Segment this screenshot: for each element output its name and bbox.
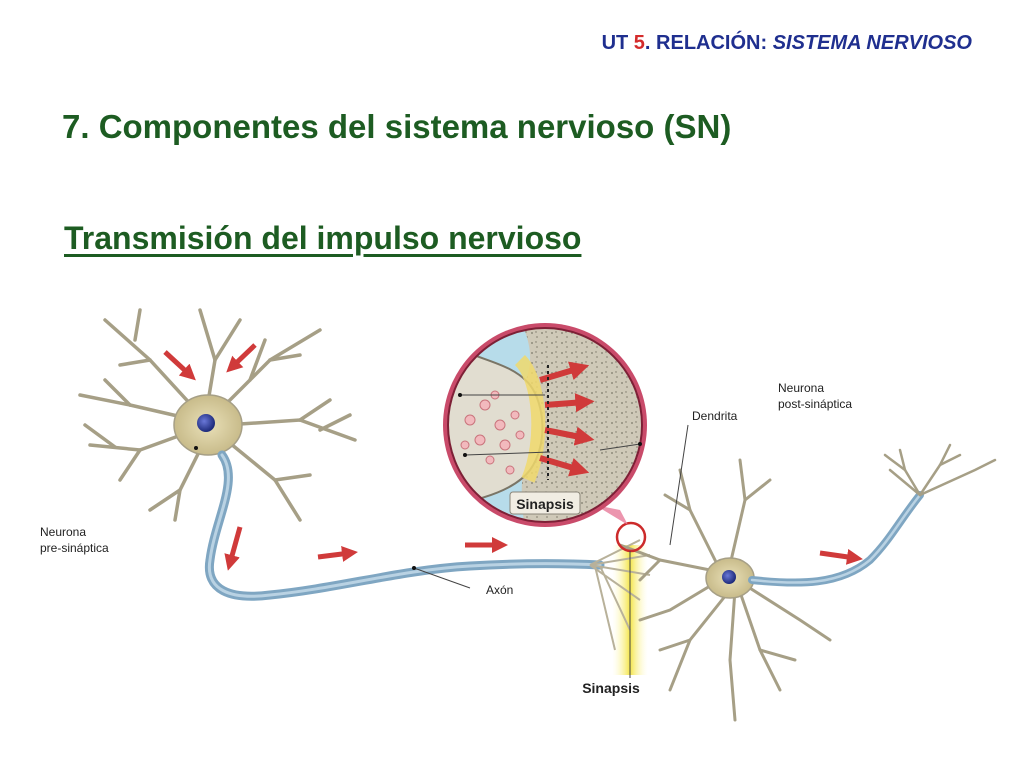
leader-dots — [194, 393, 642, 570]
header-topic: SISTEMA NERVIOSO — [772, 32, 972, 54]
sinapsis-bottom-label: Sinapsis — [582, 680, 640, 696]
axon-highlight — [207, 453, 602, 598]
pre-synaptic-dendrites — [78, 308, 357, 522]
inset-connector — [595, 505, 628, 525]
impulse-arrow — [226, 343, 257, 373]
post-synaptic-axon-highlight — [750, 493, 922, 584]
axon-terminals — [589, 539, 651, 651]
dendrita-label: Dendrita — [692, 409, 738, 423]
inset-sinapsis-label: Sinapsis — [516, 496, 574, 512]
synapse-marker-circle — [615, 521, 647, 553]
page-title: 7. Componentes del sistema nervioso (SN) — [62, 108, 732, 145]
post-synaptic-nucleus — [722, 570, 736, 584]
header-unit-number: 5 — [633, 32, 645, 54]
impulse-arrow — [317, 546, 358, 562]
pre-synaptic-label-line2: pre-sináptica — [40, 541, 109, 555]
leader-lines — [413, 394, 689, 678]
impulse-arrow — [224, 526, 243, 571]
section-subtitle: Transmisión del impulso nervioso — [64, 220, 582, 256]
impulse-arrow — [163, 350, 196, 381]
post-synaptic-label-line1: Neurona — [778, 381, 824, 395]
inset-label-box — [509, 491, 581, 515]
synapse-inset: Sinapsis — [443, 323, 647, 527]
impulse-arrows — [163, 343, 863, 571]
post-synaptic-axon — [748, 491, 924, 587]
post-synaptic-terminals — [883, 443, 997, 497]
pre-synaptic-nucleus — [197, 414, 215, 432]
pre-synaptic-label-line1: Neurona — [40, 525, 86, 539]
post-synaptic-label-line2: post-sináptica — [778, 397, 852, 411]
header-prefix: UT — [601, 32, 634, 54]
slide-header: UT 5. RELACIÓN: SISTEMA NERVIOSO — [602, 32, 972, 55]
impulse-arrow — [819, 548, 863, 565]
axon-label: Axón — [486, 583, 513, 597]
header-middle: . RELACIÓN: — [644, 32, 773, 54]
neuron-transmission-diagram: Sinapsis Neurona pre-sináptica Neurona p… — [40, 308, 997, 722]
